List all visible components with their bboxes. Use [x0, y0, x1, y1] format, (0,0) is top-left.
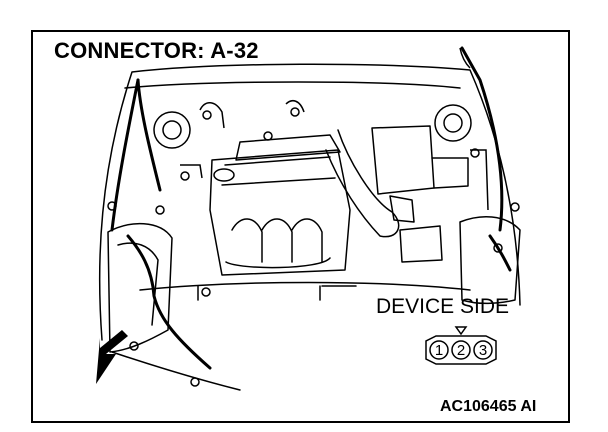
- connector-pin-1: 1: [435, 342, 443, 359]
- connector-pin-2: 2: [457, 342, 465, 359]
- device-side-label: DEVICE SIDE: [376, 295, 510, 318]
- three-pin-connector-icon: [425, 326, 497, 365]
- connector-title: CONNECTOR: A-32: [54, 38, 259, 63]
- connector-pin-3: 3: [479, 342, 487, 359]
- black-pointer-arrow-icon: [96, 330, 128, 384]
- figure-code: AC106465 AI: [440, 398, 537, 415]
